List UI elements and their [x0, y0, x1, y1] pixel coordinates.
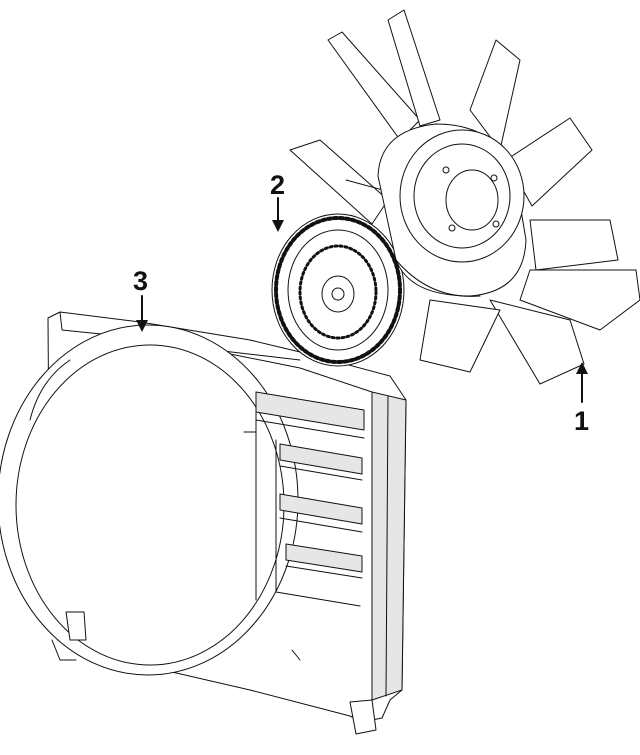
fan-shroud[interactable] — [0, 311, 407, 735]
blade-right — [529, 219, 619, 271]
clutch-fins-ring — [274, 216, 402, 364]
shroud-ring — [0, 324, 299, 676]
blade-top — [387, 9, 441, 127]
blade-bottom — [419, 299, 501, 373]
fan-clutch[interactable] — [271, 213, 405, 367]
clutch-hub — [321, 275, 355, 313]
blade-bottom-right — [489, 299, 585, 385]
callout-2: 2 — [270, 170, 285, 232]
callout-1: 1 — [574, 362, 589, 436]
blade-left — [289, 139, 389, 225]
shroud-louvers — [255, 391, 365, 607]
shroud-foot-right — [349, 699, 377, 735]
shroud-foot-left — [65, 611, 87, 641]
fan-blade[interactable] — [289, 9, 640, 385]
fan-hub-center — [445, 169, 499, 231]
callout-3: 3 — [133, 266, 148, 332]
callout-3-label: 3 — [133, 266, 148, 296]
callout-1-label: 1 — [574, 406, 589, 436]
blade-right-lower — [519, 269, 640, 331]
callout-2-label: 2 — [270, 170, 285, 200]
shroud-side-edge — [371, 391, 407, 701]
